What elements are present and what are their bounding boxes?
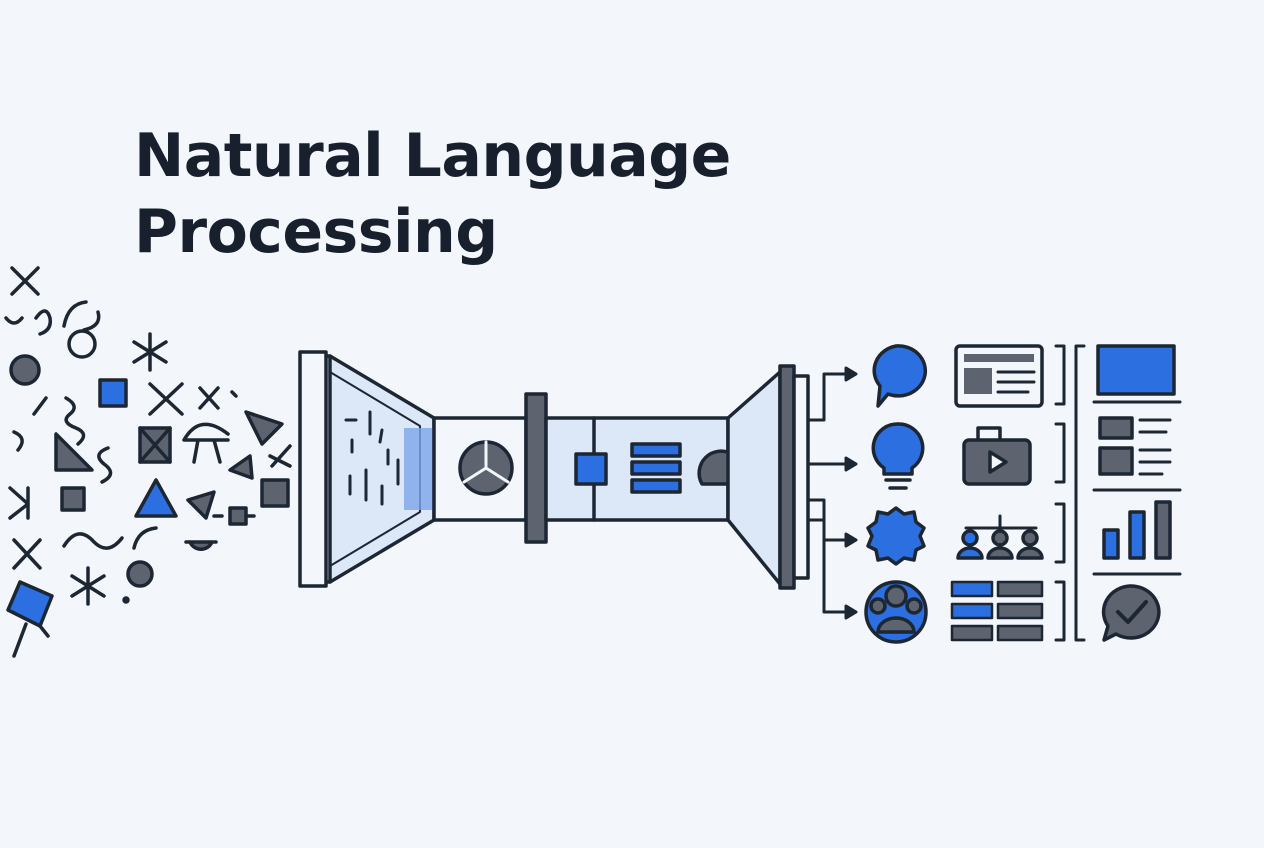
title-line-2: Processing	[134, 197, 498, 267]
title-line-1: Natural Language	[134, 121, 731, 191]
triangle-icon	[244, 410, 284, 446]
square-icon	[98, 378, 128, 408]
cross-icon	[8, 486, 30, 520]
check-bubble-icon	[1101, 584, 1161, 642]
squiggle-icon	[182, 422, 230, 442]
cross-icon	[138, 426, 172, 464]
pin-icon	[6, 580, 54, 628]
squiggle-icon	[132, 526, 158, 550]
tube-collar	[524, 392, 548, 544]
funnel-right-rim	[778, 364, 796, 590]
output-panels-column-2	[1092, 344, 1182, 642]
squiggle-icon	[32, 396, 48, 416]
bracket-lines	[1054, 344, 1086, 642]
list-icon	[1098, 416, 1172, 476]
square-icon	[60, 486, 86, 512]
output-icons	[864, 344, 928, 644]
squiggle-icon	[230, 390, 238, 398]
cross-icon	[10, 266, 40, 296]
squiggle-icon	[12, 430, 24, 452]
people-icon	[864, 580, 928, 644]
triangle-icon	[228, 454, 254, 480]
asterisk-icon	[70, 566, 106, 606]
badge-gear-icon	[866, 506, 926, 566]
speech-bubble-icon	[872, 344, 928, 408]
squiggle-icon	[62, 532, 124, 550]
squiggle-icon	[184, 438, 230, 464]
blue-panel-icon	[1096, 344, 1176, 396]
cross-icon	[198, 386, 220, 410]
asterisk-icon	[132, 332, 168, 372]
triangle-icon	[186, 490, 216, 520]
circle-icon	[126, 560, 154, 588]
squiggle-icon	[82, 310, 101, 332]
triangle-icon	[134, 478, 178, 518]
squiggle-icon	[4, 309, 53, 336]
video-icon	[962, 426, 1032, 486]
square-icon	[260, 478, 290, 508]
bar-chart-icon	[1102, 500, 1172, 560]
circle-icon	[122, 596, 130, 604]
squiggle-icon	[64, 396, 86, 446]
lightbulb-icon	[871, 422, 925, 490]
team-icon	[956, 514, 1044, 560]
squiggle-icon	[268, 444, 292, 468]
routing-arrows	[806, 366, 858, 620]
squiggle-icon	[97, 446, 113, 484]
cross-icon	[12, 538, 42, 570]
processor-funnel	[298, 350, 810, 590]
text-card-icon	[954, 344, 1044, 408]
cross-icon	[148, 382, 184, 416]
text-fragment	[344, 410, 400, 506]
circle-icon	[184, 540, 218, 551]
funnel-left-glow	[404, 428, 434, 510]
list-block-icon	[630, 442, 682, 458]
square-icon	[228, 506, 248, 526]
input-symbols	[4, 266, 292, 658]
circle-icon	[9, 354, 41, 386]
funnel-left-rim	[298, 350, 328, 588]
table-icon	[950, 580, 1044, 642]
pin-icon	[12, 622, 50, 658]
circle-icon	[67, 329, 97, 359]
output-panels-column-1	[950, 344, 1044, 642]
page-title: Natural Language Processing	[134, 118, 731, 270]
squiggle-icon	[62, 300, 88, 328]
funnel-right-mouth	[726, 370, 782, 586]
square-icon	[574, 452, 608, 486]
triangle-icon	[54, 432, 94, 472]
